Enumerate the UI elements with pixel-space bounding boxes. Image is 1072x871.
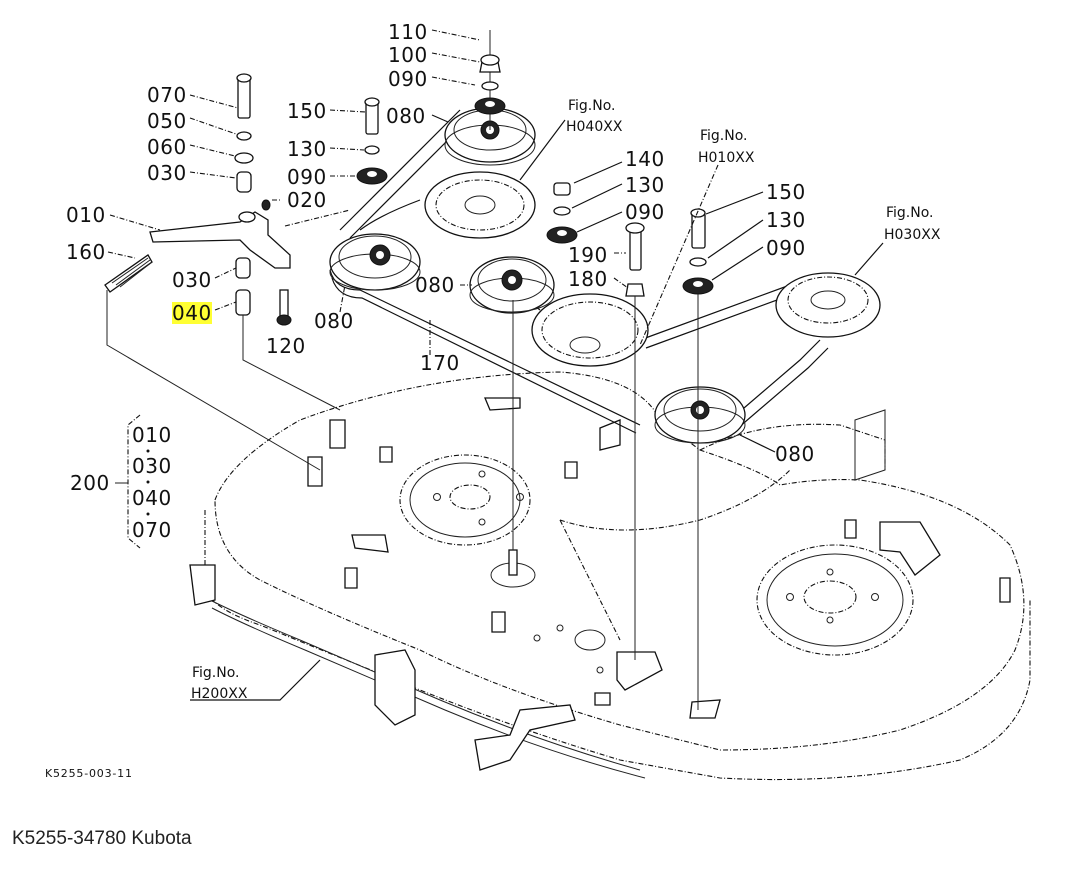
- callout-160: 160: [66, 240, 106, 264]
- callout-080-left: 080: [314, 309, 354, 333]
- fig-ref-h040xx[interactable]: Fig.No. H040XX: [566, 98, 623, 135]
- fig-ref-label: Fig.No.: [886, 205, 934, 221]
- callout-060: 060: [147, 135, 187, 159]
- hardware-right-stack: [682, 208, 714, 710]
- fig-ref-h200xx[interactable]: Fig.No. H200XX: [191, 665, 248, 702]
- fig-ref-code[interactable]: H040XX: [566, 119, 623, 135]
- callout-150-right: 150: [766, 180, 806, 204]
- callout-010: 010: [66, 203, 106, 227]
- callout-190: 190: [568, 243, 608, 267]
- pulley-idler-large: [424, 171, 536, 239]
- leader-lines: [107, 29, 884, 701]
- callout-130-left: 130: [287, 137, 327, 161]
- callout-030-top: 030: [147, 161, 187, 185]
- assembly-member-010: 010: [132, 423, 172, 447]
- callout-080-bottom: 080: [775, 442, 815, 466]
- assembly-member-040: 040: [132, 486, 172, 510]
- assembly-member-070: 070: [132, 518, 172, 542]
- hardware-left-stack: [356, 97, 388, 185]
- callout-180: 180: [568, 267, 608, 291]
- assembly-member-030: 030: [132, 454, 172, 478]
- callout-100: 100: [388, 43, 428, 67]
- pulley-mid: [469, 256, 555, 314]
- hardware-mid-stack: [546, 182, 645, 660]
- callout-090-right: 090: [766, 236, 806, 260]
- part-caption: K5255-34780 Kubota: [12, 828, 192, 849]
- callout-150-left: 150: [287, 99, 327, 123]
- callout-090-mid: 090: [625, 200, 665, 224]
- highlight-marker: [172, 302, 212, 324]
- drawing-code: K5255-003-11: [45, 767, 133, 780]
- fig-ref-code[interactable]: H030XX: [884, 227, 941, 243]
- callout-170: 170: [420, 351, 460, 375]
- callout-110: 110: [388, 20, 428, 44]
- callout-030-mid: 030: [172, 268, 212, 292]
- hardware-top-stack: [474, 30, 506, 130]
- callout-080-mid: 080: [415, 273, 455, 297]
- callout-020: 020: [287, 188, 327, 212]
- fig-ref-code[interactable]: H200XX: [191, 686, 248, 702]
- callout-070: 070: [147, 83, 187, 107]
- pulley-center-drive: [531, 293, 649, 367]
- callout-130-right: 130: [766, 208, 806, 232]
- callout-140: 140: [625, 147, 665, 171]
- fig-ref-label: Fig.No.: [700, 128, 748, 144]
- callout-090-left: 090: [287, 165, 327, 189]
- callout-050: 050: [147, 109, 187, 133]
- fig-ref-h010xx[interactable]: Fig.No. H010XX: [698, 128, 755, 166]
- fig-ref-label: Fig.No.: [192, 665, 240, 681]
- pulley-right: [775, 272, 881, 338]
- mower-deck: [189, 371, 1031, 781]
- tension-arm-assembly: [104, 73, 341, 471]
- v-belt: [329, 109, 829, 434]
- pulley-bottom: [654, 386, 746, 444]
- mower-deck-parts-diagram: 110 100 090 080 150 130 090 070 050 060 …: [45, 20, 1031, 781]
- callout-080-top: 080: [386, 104, 426, 128]
- callout-130-mid: 130: [625, 173, 665, 197]
- assembly-number: 200: [70, 471, 110, 495]
- fig-ref-code[interactable]: H010XX: [698, 150, 755, 166]
- fig-ref-label: Fig.No.: [568, 98, 616, 114]
- pulley-left: [329, 233, 421, 291]
- callout-090-top: 090: [388, 67, 428, 91]
- assembly-group-200: 200 010 030 040 070: [70, 414, 172, 549]
- callout-040-highlighted: 040: [172, 301, 212, 325]
- callout-labels: 110 100 090 080 150 130 090 070 050 060 …: [66, 20, 815, 466]
- fig-ref-h030xx[interactable]: Fig.No. H030XX: [884, 205, 941, 243]
- callout-120: 120: [266, 334, 306, 358]
